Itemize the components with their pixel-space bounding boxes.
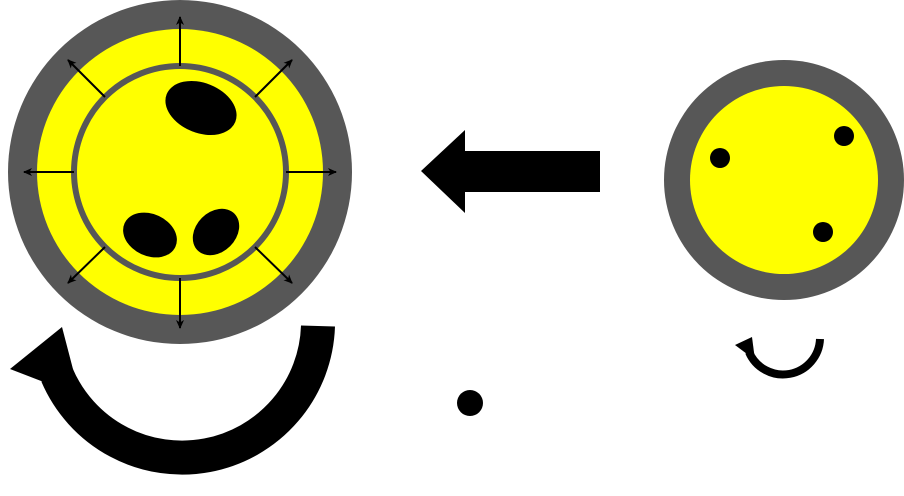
black-dot (457, 390, 483, 416)
left-arrow-icon (421, 130, 600, 213)
large-rotation-arrow (10, 326, 318, 458)
small-body-dot-top-right (834, 126, 854, 146)
small-curved-arrow-head (735, 337, 755, 360)
small-body (664, 60, 904, 300)
small-body-yellow-fill (690, 86, 878, 274)
small-curved-arrow-body (749, 339, 820, 374)
large-body (8, 0, 352, 344)
large-curved-arrow-body (57, 326, 318, 458)
small-body-dot-left (710, 148, 730, 168)
small-rotation-arrow (735, 337, 820, 374)
small-body-dot-bottom-right (813, 222, 833, 242)
transition-arrow (421, 130, 600, 213)
